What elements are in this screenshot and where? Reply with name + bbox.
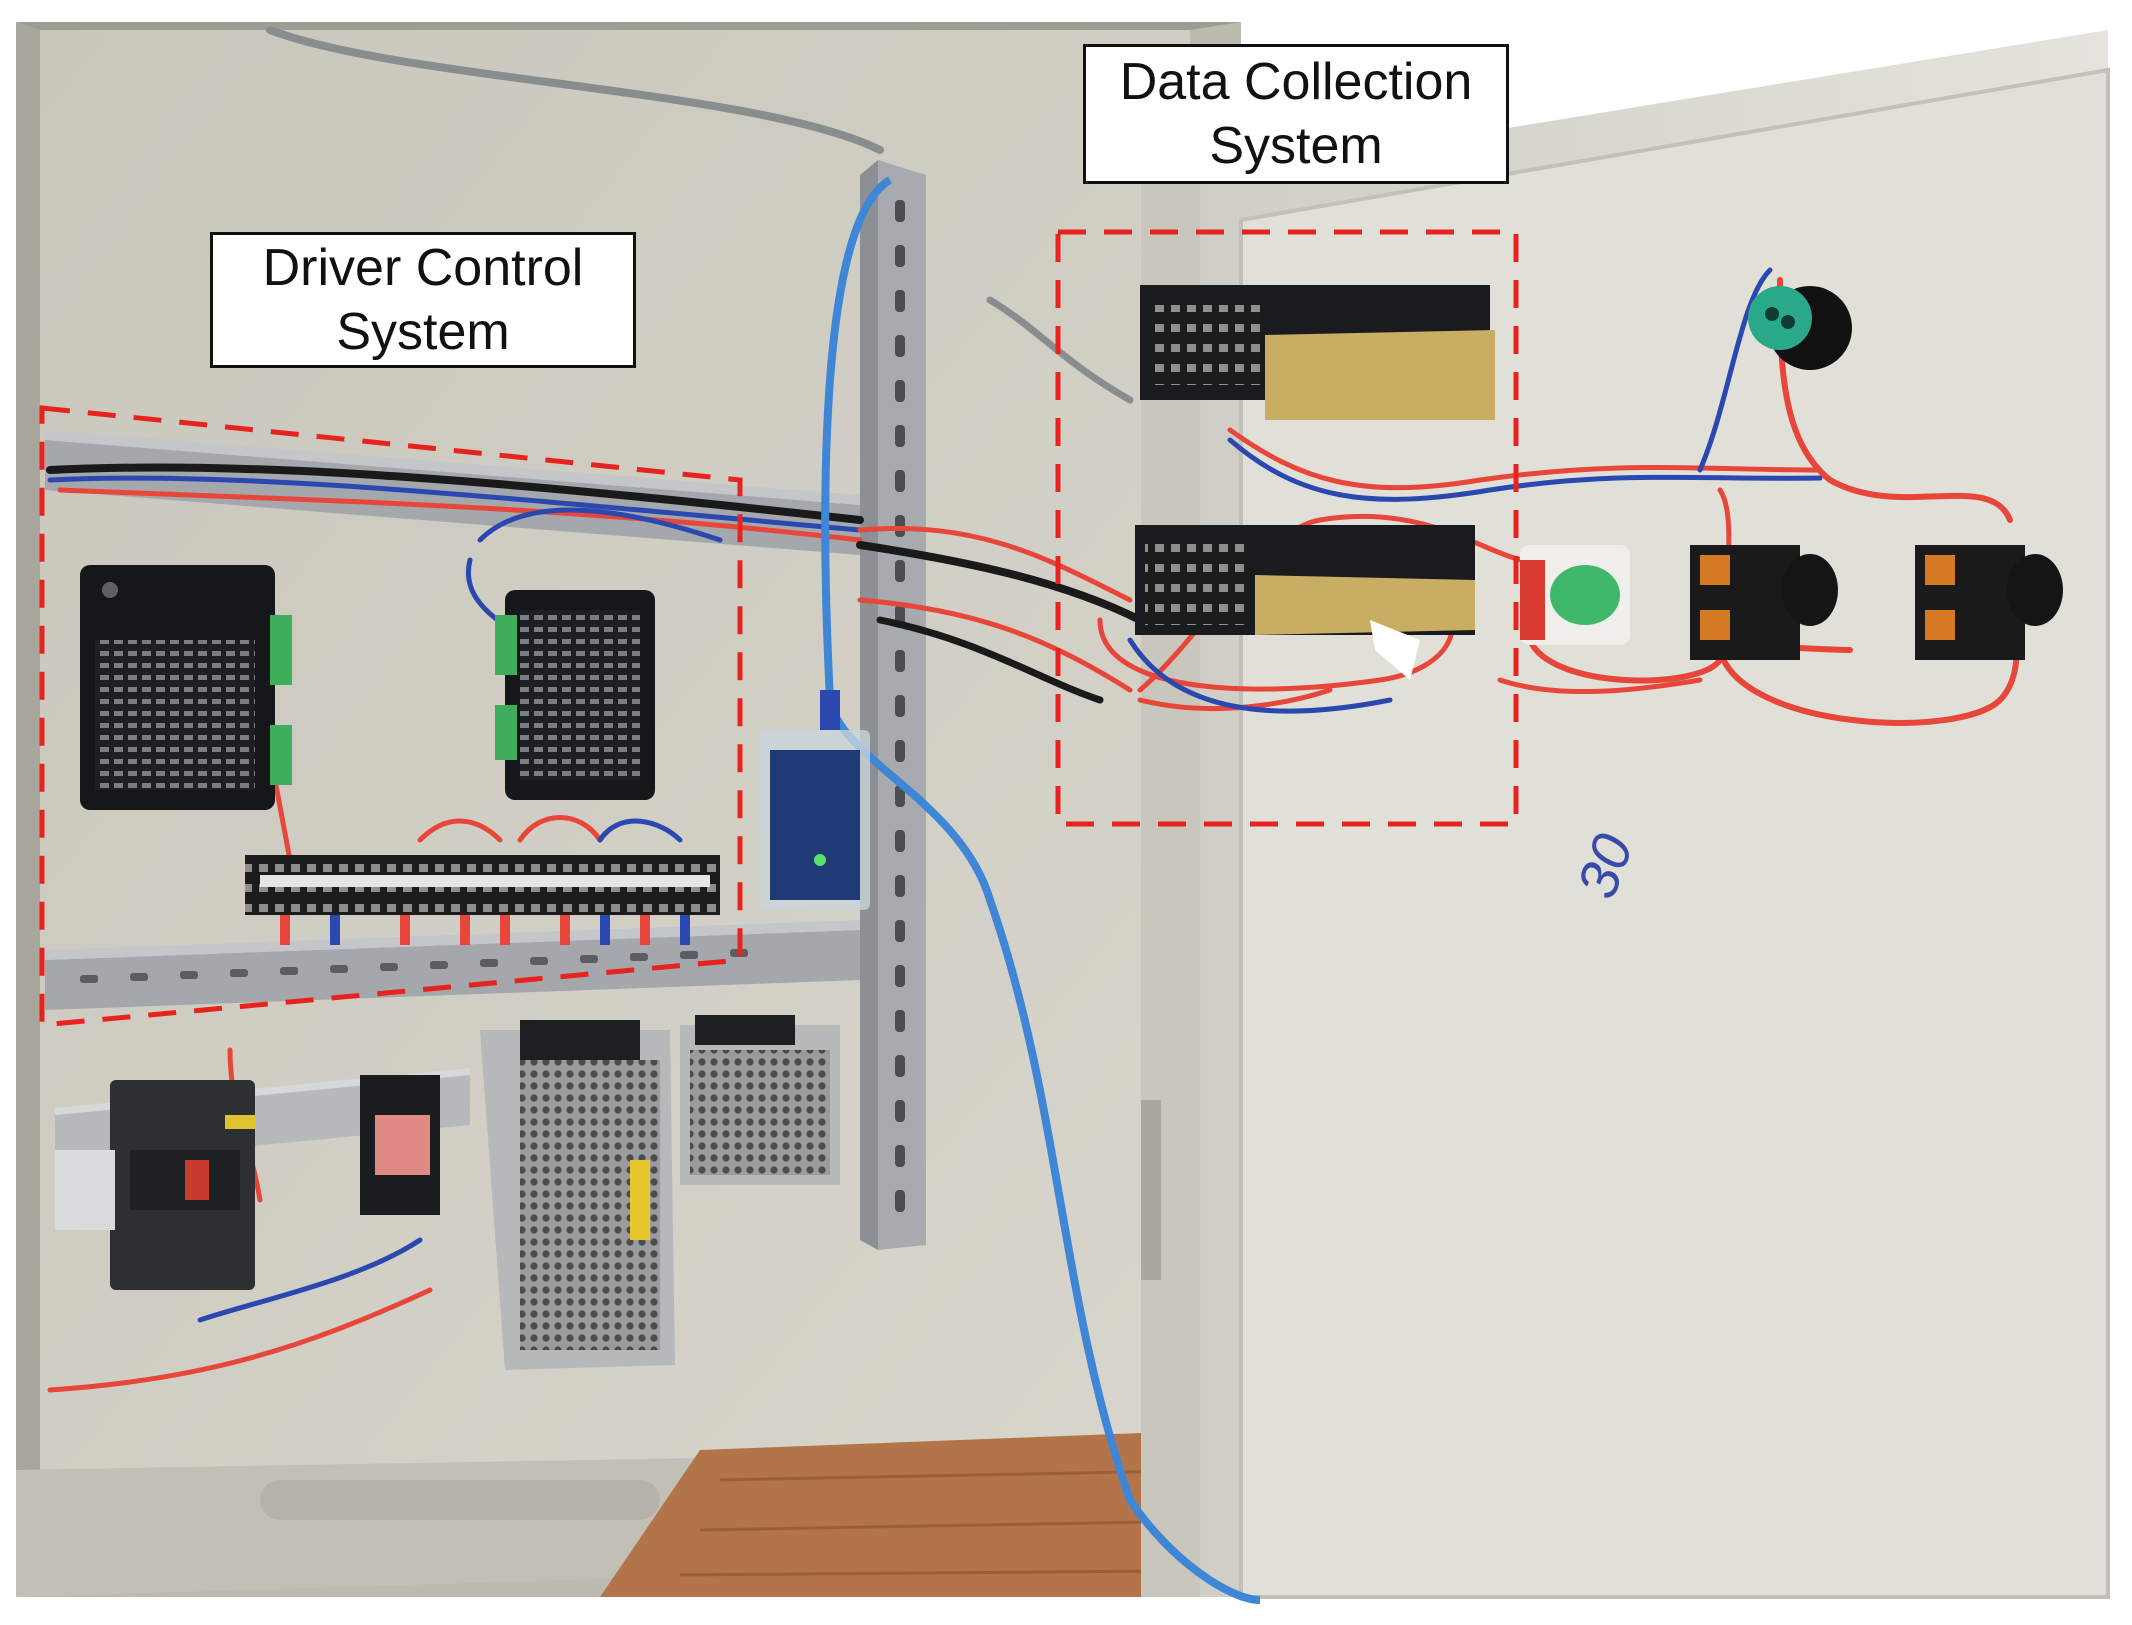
green-push-switch xyxy=(1520,545,1630,645)
data-collection-label-line2: System xyxy=(1209,117,1383,175)
data-acquisition-module-bottom xyxy=(1135,525,1475,680)
selector-switch-middle xyxy=(1690,545,1838,660)
microcontroller-board xyxy=(760,690,870,910)
vertical-mounting-rail xyxy=(860,160,926,1250)
usb-cable xyxy=(821,176,1261,1604)
circuit-breaker xyxy=(55,1080,255,1290)
terminal-block xyxy=(245,855,720,945)
driver-control-highlight-box xyxy=(39,405,743,1028)
driver-control-label-line1: Driver Control xyxy=(262,239,584,297)
driver-control-label: Driver Control System xyxy=(210,232,636,368)
selector-switch-right xyxy=(1915,545,2063,660)
data-collection-label: Data Collection System xyxy=(1083,44,1509,184)
data-collection-label-line1: Data Collection xyxy=(1119,53,1473,111)
driver-control-label-line2: System xyxy=(336,303,510,361)
power-supply-small xyxy=(680,1015,840,1185)
power-supply-large xyxy=(480,1020,675,1370)
stepper-driver-right xyxy=(495,590,655,800)
stepper-driver-left xyxy=(80,565,292,810)
relay xyxy=(360,1075,440,1215)
data-collection-highlight-box xyxy=(1055,229,1519,827)
cabinet-door xyxy=(1141,30,2110,1599)
data-acquisition-module-top xyxy=(1140,285,1495,420)
emergency-stop-button xyxy=(1748,286,1852,370)
